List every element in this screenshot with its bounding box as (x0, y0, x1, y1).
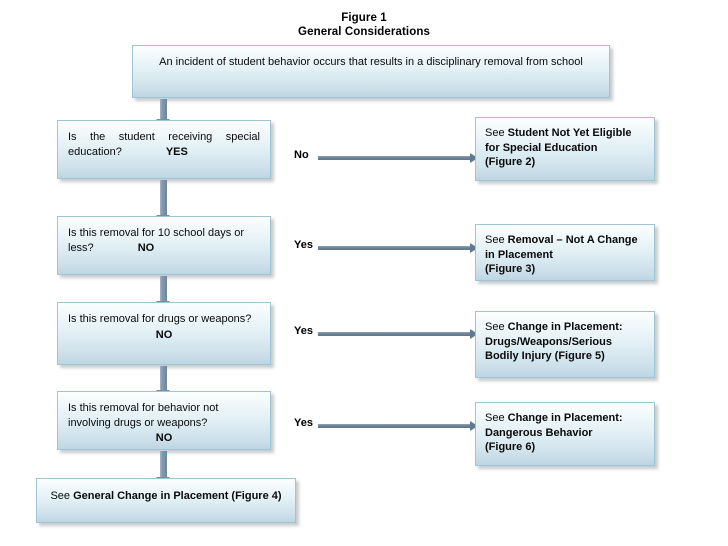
question-box-behavior-not-drugs: Is this removal for behavior not involvi… (57, 391, 271, 450)
edge-label-no-1: No (294, 149, 309, 161)
connector-q2-to-q3 (156, 276, 170, 309)
question-box-special-education: Is the student receiving special educati… (57, 120, 271, 179)
question-answer-1: YES (165, 145, 188, 158)
result-figure-ref-2: (Figure 3) (485, 263, 536, 275)
result-bold-3: Change in Placement: Drugs/Weapons/Serio… (485, 321, 623, 362)
connector-q1-to-result1 (318, 153, 478, 163)
result-box-drugs-weapons-injury: See Change in Placement: Drugs/Weapons/S… (475, 311, 655, 378)
result-prefix-3: See (485, 321, 508, 333)
incident-banner-box: An incident of student behavior occurs t… (132, 45, 610, 98)
question-text-1: Is the student receiving special educati… (68, 131, 260, 158)
question-answer-2: NO (137, 241, 155, 254)
result-prefix-2: See (485, 234, 508, 246)
connector-q1-to-q2 (156, 180, 170, 223)
connector-q2-to-result2 (318, 243, 478, 253)
figure-title-line1: Figure 1 (341, 12, 387, 24)
connector-q3-to-result3 (318, 329, 478, 339)
result-bold-1: Student Not Yet Eligible for Special Edu… (485, 127, 632, 154)
question-box-ten-days: Is this removal for 10 school days or le… (57, 216, 271, 275)
question-text-4: Is this removal for behavior not involvi… (68, 402, 219, 429)
result-prefix-4: See (485, 412, 508, 424)
result-box-not-a-change: See Removal – Not A Change in Placement (… (475, 224, 655, 281)
connector-q4-to-result4 (318, 421, 478, 431)
result-figure-ref-4: (Figure 6) (485, 441, 536, 453)
edge-label-yes-3: Yes (294, 325, 313, 337)
result-bold-4: Change in Placement: Dangerous Behavior (485, 412, 623, 439)
bottom-prefix: See (50, 490, 74, 502)
connector-q4-to-bottom (156, 451, 170, 485)
result-figure-ref-1: (Figure 2) (485, 156, 536, 168)
edge-label-yes-2: Yes (294, 239, 313, 251)
connector-q3-to-q4 (156, 366, 170, 398)
result-box-not-yet-eligible: See Student Not Yet Eligible for Special… (475, 117, 655, 181)
question-answer-3: NO (155, 328, 173, 341)
bottom-bold: General Change in Placement (Figure 4) (73, 490, 282, 502)
incident-banner-text: An incident of student behavior occurs t… (159, 56, 583, 68)
connector-banner-to-q1 (156, 99, 170, 127)
result-box-general-change: See General Change in Placement (Figure … (36, 478, 296, 523)
result-bold-2: Removal – Not A Change in Placement (485, 234, 638, 261)
figure-title-line2: General Considerations (298, 26, 430, 38)
figure-title: Figure 1 General Considerations (0, 11, 728, 39)
result-box-dangerous-behavior: See Change in Placement: Dangerous Behav… (475, 402, 655, 466)
question-text-3: Is this removal for drugs or weapons? (68, 313, 252, 325)
question-text-2: Is this removal for 10 school days or le… (68, 227, 245, 254)
result-prefix-1: See (485, 127, 508, 139)
question-box-drugs-weapons: Is this removal for drugs or weapons? NO (57, 302, 271, 365)
question-answer-4: NO (155, 432, 173, 444)
edge-label-yes-4: Yes (294, 417, 313, 429)
